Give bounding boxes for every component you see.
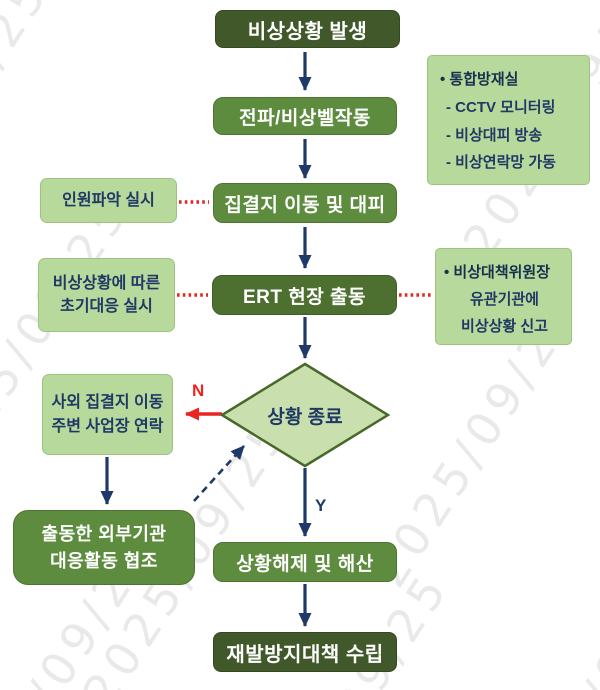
note-title: • 통합방재실	[440, 71, 519, 88]
node-external-agency-coop: 출동한 외부기관 대응활동 협조	[13, 510, 195, 585]
node-move-to-assembly: 집결지 이동 및 대피	[213, 183, 397, 223]
note-label-line1: 비상상황에 따른	[52, 274, 161, 292]
node-label: 상황 종료	[267, 406, 343, 428]
note-label-line1: 사외 집결지 이동	[51, 394, 164, 412]
node-ert-dispatch: ERT 현장 출동	[212, 275, 397, 315]
decision-diamond-shape	[219, 362, 391, 468]
node-label: 집결지 이동 및 대피	[224, 194, 386, 216]
note-line: 비상상황 신고	[461, 318, 548, 335]
node-recurrence-prevention: 재발방지대책 수립	[213, 632, 397, 672]
node-broadcast-alarm: 전파/비상벨작동	[213, 97, 397, 135]
note-control-room: • 통합방재실 - CCTV 모니터링 - 비상대피 방송 - 비상연락망 가동	[427, 55, 590, 185]
note-label: 인원파악 실시	[62, 191, 155, 209]
note-item: - CCTV 모니터링	[446, 98, 556, 116]
note-offsite-assembly: 사외 집결지 이동 주변 사업장 연락	[42, 374, 173, 455]
note-headcount: 인원파악 실시	[40, 178, 177, 223]
dashed-external-to-decision	[193, 445, 245, 502]
node-release-disperse: 상황해제 및 해산	[213, 542, 397, 582]
branch-label-yes: Y	[315, 496, 327, 515]
note-label-line2: 초기대응 실시	[60, 298, 153, 315]
node-label: 상황해제 및 해산	[236, 553, 374, 575]
note-label-line2: 주변 사업장 연락	[51, 417, 164, 435]
note-item: - 비상대피 방송	[446, 126, 543, 144]
node-emergency-occurs: 비상상황 발생	[215, 10, 400, 48]
node-label: 전파/비상벨작동	[239, 107, 371, 129]
note-line: 유관기관에	[469, 291, 539, 308]
note-chairman: • 비상대책위원장 유관기관에 비상상황 신고	[435, 248, 572, 345]
note-initial-response: 비상상황에 따른 초기대응 실시	[38, 258, 175, 332]
branch-label-no: N	[192, 381, 205, 400]
node-label: ERT 현장 출동	[243, 286, 366, 308]
node-label-line2: 대응활동 협조	[50, 550, 158, 571]
note-title: • 비상대책위원장	[444, 264, 551, 281]
node-label: 비상상황 발생	[247, 20, 368, 43]
note-item: - 비상연락망 가동	[446, 154, 556, 172]
node-decision-situation-end: 상황 종료	[240, 396, 370, 434]
node-label: 재발방지대책 수립	[226, 643, 384, 666]
node-label-line1: 출동한 외부기관	[41, 523, 167, 544]
